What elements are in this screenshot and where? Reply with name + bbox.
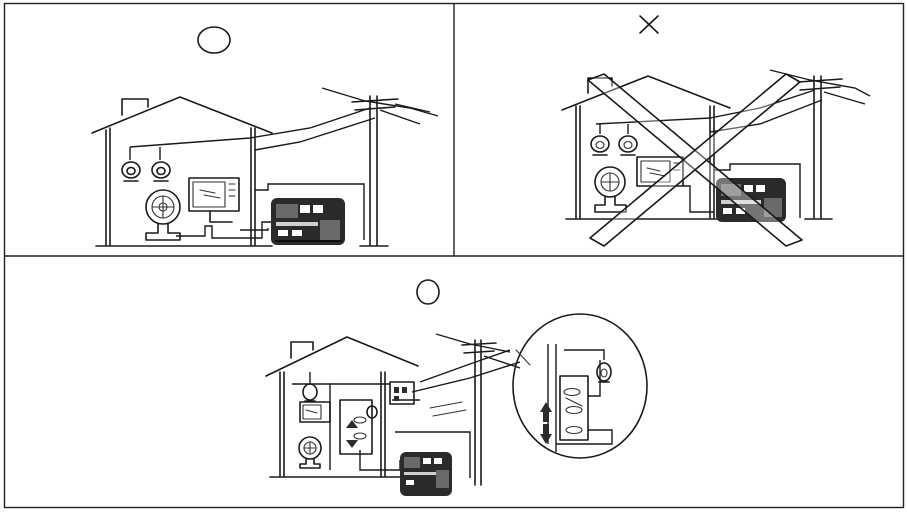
generator-icon [400,452,452,496]
meter-box-icon [389,381,415,405]
light-bulb-icon [618,135,638,156]
utility-pole-icon [321,87,439,247]
microwave-icon [188,177,240,223]
panel-bottom [265,279,648,496]
fan-icon [298,436,322,469]
fan-icon [594,166,627,213]
utility-pole-icon [769,69,871,220]
generator-icon [271,198,345,245]
microwave-icon [299,401,331,423]
magnifier-inset-icon [512,313,648,459]
light-bulb-icon [590,135,610,156]
incorrect-mark-icon [639,15,659,34]
panel-top-right [561,15,871,247]
light-bulb-icon [151,161,171,182]
correct-mark-icon [416,279,440,305]
panel-top-left [91,26,439,247]
correct-mark-icon [197,26,231,54]
fan-icon [145,189,181,241]
prohibited-cross-icon [587,73,803,247]
house-icon [265,336,419,478]
house-icon [91,96,273,247]
panel-frames [3,2,905,509]
light-bulb-icon [121,161,141,182]
transfer-switch-icon [339,399,373,455]
light-bulb-icon [302,383,318,402]
utility-pole-icon [435,333,521,486]
